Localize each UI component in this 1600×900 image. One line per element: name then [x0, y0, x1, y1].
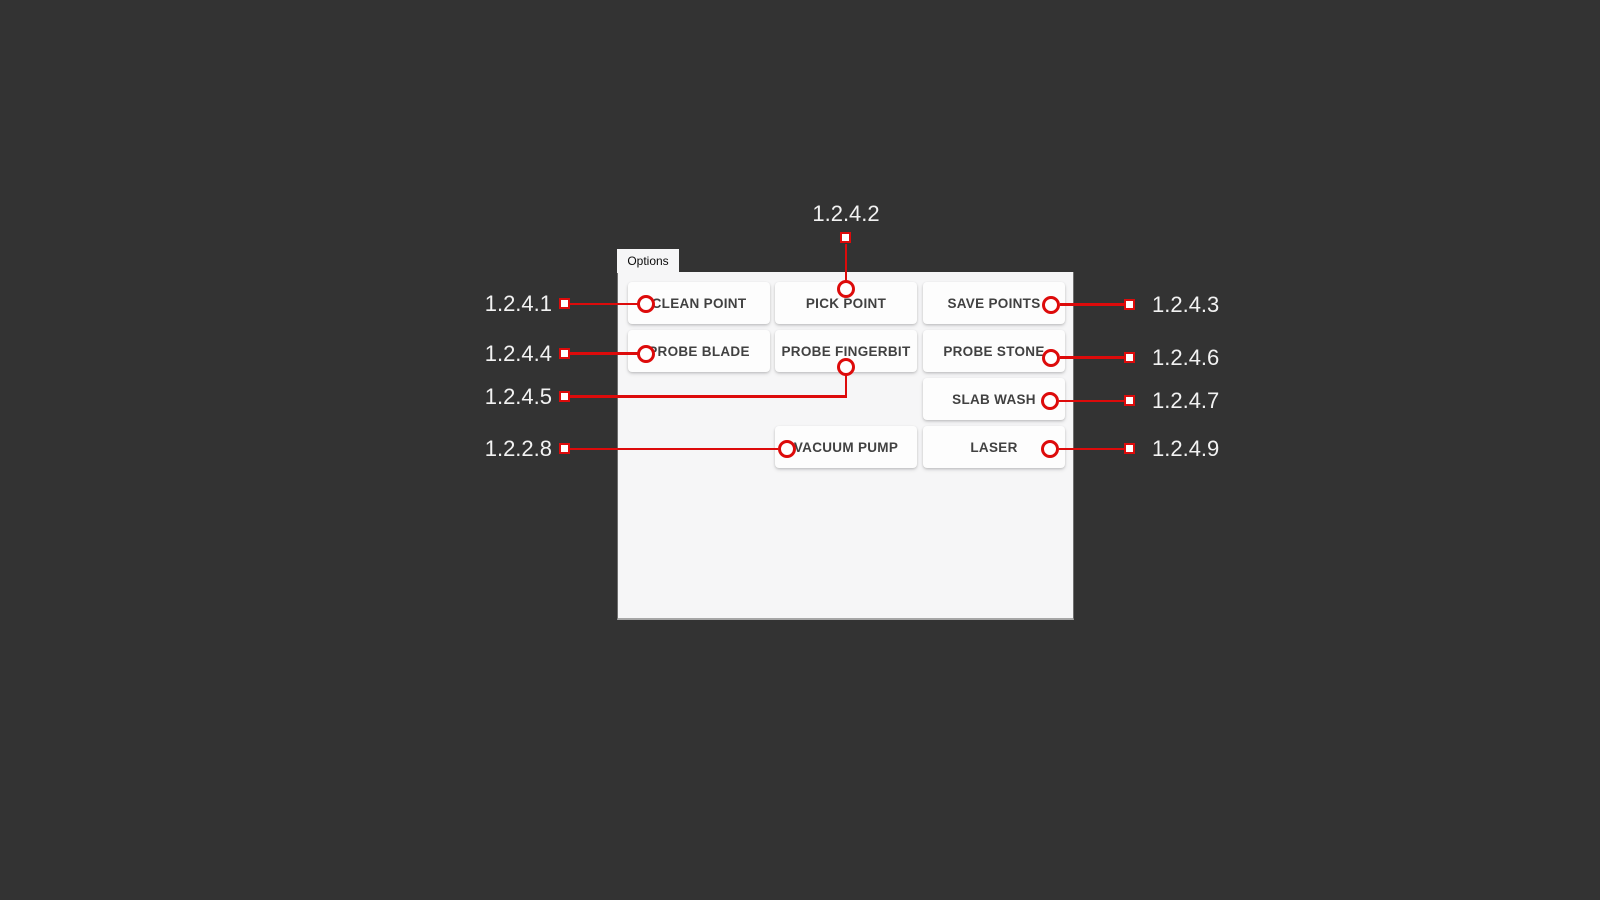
callout-circle-marker [637, 344, 655, 363]
callout-square-marker [1124, 443, 1135, 454]
callout-line [1059, 447, 1125, 451]
annotation-label-1-2-4-6: 1.2.4.6 [1152, 344, 1220, 370]
button-probe-blade[interactable]: PROBE BLADE [628, 330, 770, 372]
button-probe-stone[interactable]: PROBE STONE [923, 330, 1065, 372]
callout-line [1059, 399, 1125, 403]
annotation-label-1-2-4-7: 1.2.4.7 [1152, 388, 1220, 413]
callout-circle-marker [1041, 440, 1059, 458]
annotation-label-1-2-4-3: 1.2.4.3 [1152, 291, 1220, 317]
callout-circle-marker [1042, 348, 1060, 367]
callout-line [566, 447, 778, 451]
callout-circle-marker [778, 440, 796, 458]
annotation-label-1-2-2-8: 1.2.2.8 [484, 436, 552, 461]
tab-options[interactable]: Options [617, 249, 679, 273]
annotation-label-1-2-4-1: 1.2.4.1 [484, 291, 552, 316]
callout-line [844, 244, 848, 281]
annotation-label-1-2-4-5: 1.2.4.5 [484, 383, 552, 409]
callout-line [1060, 303, 1125, 306]
callout-square-marker [559, 443, 570, 454]
callout-circle-marker [837, 357, 855, 376]
callout-line [566, 302, 638, 306]
callout-circle-marker [1041, 392, 1059, 410]
callout-square-marker [1124, 351, 1135, 363]
callout-line [844, 375, 848, 396]
callout-square-marker [1124, 298, 1135, 310]
button-vacuum-pump[interactable]: VACUUM PUMP [775, 426, 917, 468]
callout-square-marker [1124, 395, 1135, 406]
annotation-label-1-2-4-4: 1.2.4.4 [484, 340, 552, 366]
callout-circle-marker [837, 280, 855, 298]
callout-line [566, 352, 638, 355]
callout-circle-marker [637, 295, 655, 313]
callout-circle-marker [1042, 295, 1060, 314]
annotation-label-1-2-4-2: 1.2.4.2 [812, 201, 880, 226]
callout-square-marker [840, 232, 851, 243]
annotation-label-1-2-4-9: 1.2.4.9 [1152, 436, 1220, 461]
callout-line [1060, 356, 1125, 359]
button-save-points[interactable]: SAVE POINTS [923, 282, 1065, 324]
callout-line [566, 395, 847, 398]
callout-square-marker [559, 390, 570, 402]
callout-square-marker [559, 298, 570, 309]
callout-square-marker [559, 347, 570, 359]
